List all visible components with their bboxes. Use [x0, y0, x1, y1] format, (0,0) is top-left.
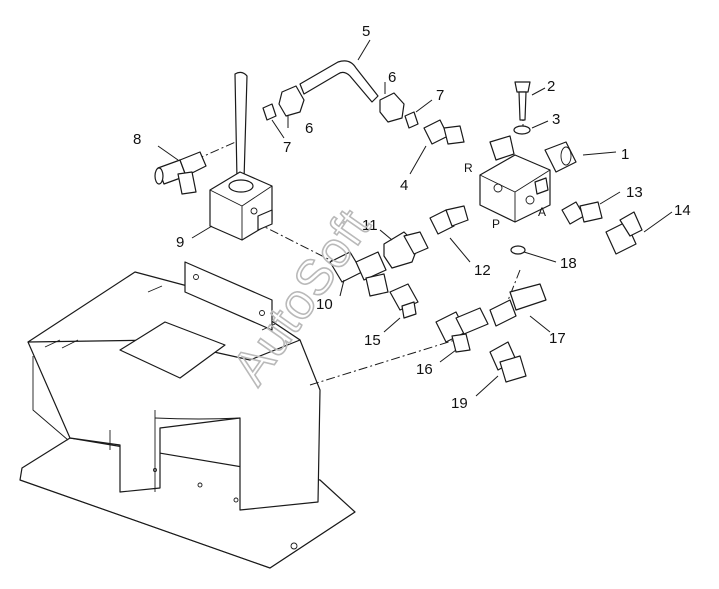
part-11-union — [383, 231, 429, 269]
part-15-fitting — [389, 283, 419, 319]
callout-15: 15 — [364, 332, 381, 349]
callout-6-right: 6 — [388, 69, 396, 86]
part-16-tee — [435, 307, 489, 353]
callout-1: 1 — [621, 146, 629, 163]
part-13-nipple — [561, 201, 603, 225]
port-label-r: R — [464, 161, 473, 175]
callout-17: 17 — [549, 330, 566, 347]
part-1-distribution-block — [479, 135, 577, 223]
part-5-bent-pipe — [299, 60, 379, 103]
callout-12: 12 — [474, 262, 491, 279]
callout-19: 19 — [451, 395, 468, 412]
port-label-a: A — [538, 205, 546, 219]
callout-16: 16 — [416, 361, 433, 378]
callout-8: 8 — [133, 131, 141, 148]
callout-10: 10 — [316, 296, 333, 313]
callout-4: 4 — [400, 177, 408, 194]
callout-5: 5 — [362, 23, 370, 40]
callout-14: 14 — [674, 202, 691, 219]
callout-7-left: 7 — [283, 139, 291, 156]
part-4-adapter — [423, 119, 465, 145]
part-9-hand-valve — [209, 71, 273, 241]
callout-7-right: 7 — [436, 87, 444, 104]
part-8-tee-fitting — [154, 151, 207, 195]
part-18-washer — [510, 245, 526, 255]
callout-3: 3 — [552, 111, 560, 128]
part-19-elbow — [489, 341, 527, 383]
callout-6-left: 6 — [305, 120, 313, 137]
part-14-elbow — [605, 211, 643, 255]
base-housing — [19, 261, 356, 569]
port-labels: R A P — [464, 161, 546, 231]
callout-9: 9 — [176, 234, 184, 251]
port-label-p: P — [492, 217, 500, 231]
part-2-bolt — [514, 81, 531, 121]
part-17-hose-fitting — [489, 283, 547, 327]
part-6-7-left-fittings — [262, 85, 305, 121]
part-3-washer — [513, 125, 531, 135]
callout-18: 18 — [560, 255, 577, 272]
part-10-tee — [329, 251, 389, 297]
part-12-adapter — [429, 205, 469, 235]
callout-2: 2 — [547, 78, 555, 95]
callout-labels: 1 2 3 4 5 6 6 7 7 8 9 10 11 12 13 14 15 … — [133, 23, 691, 412]
callout-13: 13 — [626, 184, 643, 201]
part-6-7-right-fittings — [379, 92, 419, 129]
leader-lines — [157, 39, 673, 397]
callout-11: 11 — [362, 217, 378, 234]
